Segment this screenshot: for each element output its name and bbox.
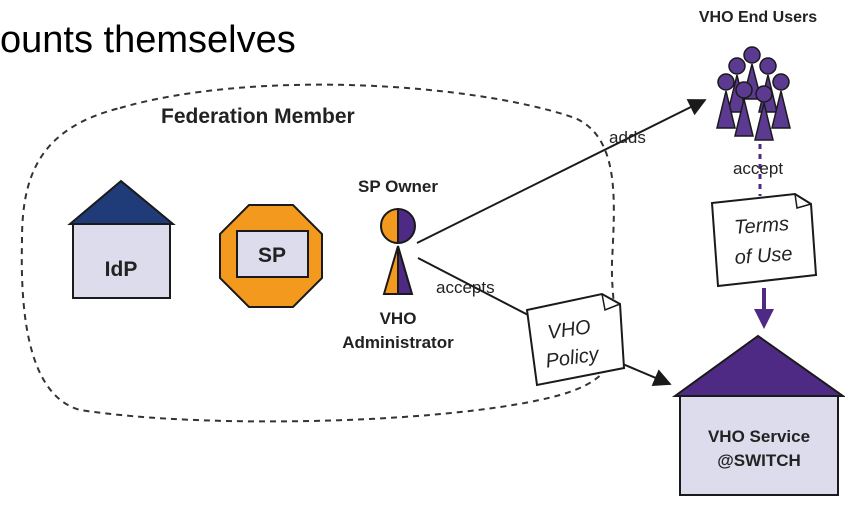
terms-line1: Terms bbox=[733, 213, 789, 239]
idp-label: IdP bbox=[105, 258, 138, 281]
vho-admin-line1: VHO bbox=[380, 309, 417, 328]
service-roof bbox=[671, 334, 845, 397]
heading-fragment: ounts themselves bbox=[0, 19, 296, 61]
service-line2: @SWITCH bbox=[717, 451, 801, 470]
sp-label: SP bbox=[258, 244, 286, 267]
sp-node: SP bbox=[219, 204, 323, 308]
federation-boundary bbox=[20, 83, 617, 423]
end-users-label: VHO End Users bbox=[699, 9, 817, 26]
idp-node: IdP bbox=[67, 179, 176, 299]
policy-to-service-arrow bbox=[617, 361, 672, 386]
accepts-label: accepts bbox=[436, 278, 495, 297]
vho-service-node: VHO Service @SWITCH bbox=[671, 334, 845, 496]
idp-roof bbox=[67, 179, 176, 225]
policy-document bbox=[525, 292, 626, 387]
accepts-connector bbox=[417, 257, 533, 318]
terms-line2: of Use bbox=[734, 243, 793, 269]
accept-label: accept bbox=[733, 159, 783, 178]
sp-owner-label: SP Owner bbox=[358, 177, 438, 196]
vho-admin-line2: Administrator bbox=[342, 333, 454, 352]
adds-label: adds bbox=[609, 128, 646, 147]
terms-document bbox=[710, 192, 818, 288]
federation-label: Federation Member bbox=[161, 105, 355, 128]
person-icon bbox=[380, 207, 416, 295]
service-line1: VHO Service bbox=[708, 427, 810, 446]
adds-arrow bbox=[416, 99, 707, 244]
users-group-icon bbox=[716, 46, 791, 141]
